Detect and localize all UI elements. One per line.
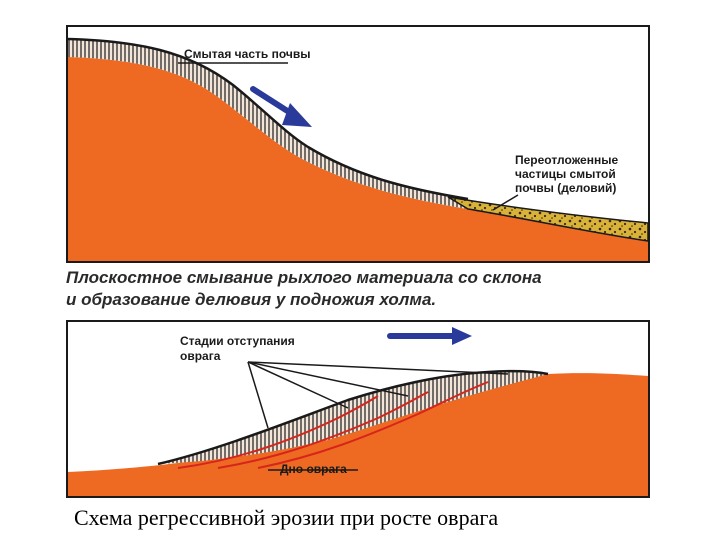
label-stages-line-2: оврага — [180, 349, 220, 363]
label-deposited-line-2: частицы смытой — [515, 167, 616, 181]
figure-title: Схема регрессивной эрозии при росте овра… — [74, 505, 498, 531]
gully-retreat-panel: Стадии отступания оврага Дно оврага — [66, 320, 650, 498]
label-stages-line-1: Стадии отступания — [180, 334, 295, 348]
gully-retreat-diagram — [68, 322, 648, 496]
slope-soil — [68, 373, 648, 496]
retreat-arrow-icon — [390, 327, 472, 345]
caption-line-1: Плоскостное смывание рыхлого материала с… — [66, 267, 542, 289]
label-gully-floor: Дно оврага — [280, 462, 347, 476]
label-deposited-line-3: почвы (деловий) — [515, 181, 616, 195]
sheet-erosion-panel: Смытая часть почвы Переотложенные частиц… — [66, 25, 650, 263]
caption-line-2: и образование делювия у подножия холма. — [66, 289, 436, 311]
label-washed-soil: Смытая часть почвы — [184, 47, 310, 61]
sheet-erosion-diagram — [68, 27, 648, 261]
label-deposited-line-1: Переотложенные — [515, 153, 618, 167]
